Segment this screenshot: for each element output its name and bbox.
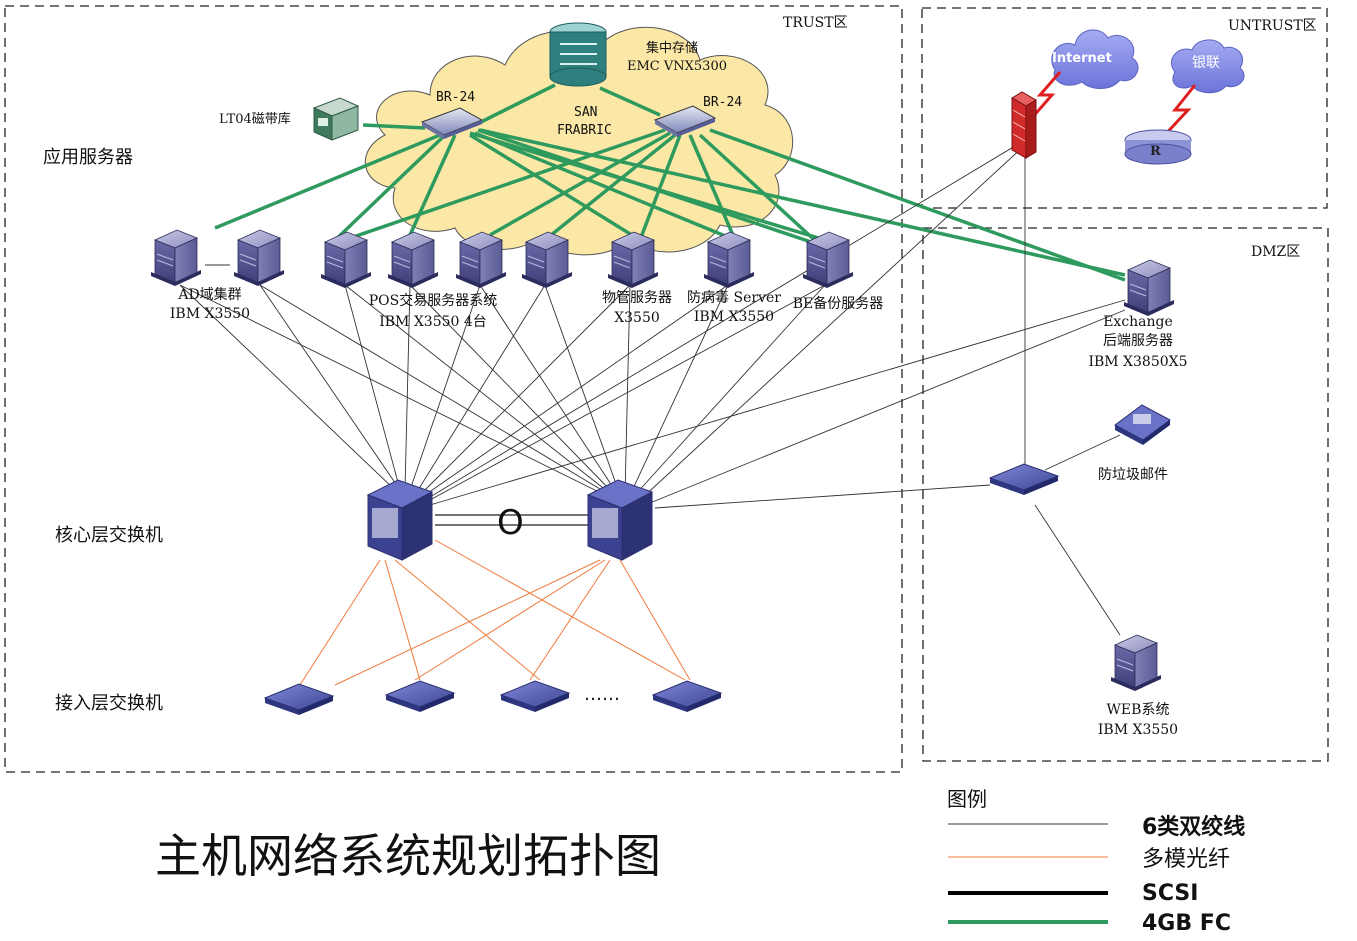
storage-model-label: EMC VNX5300 bbox=[627, 59, 727, 74]
access-switch-4-icon bbox=[652, 680, 722, 713]
av-model-label: IBM X3550 bbox=[694, 309, 774, 325]
br24-right-switch-icon bbox=[653, 105, 717, 137]
core-switch-left-icon bbox=[366, 479, 434, 561]
fiber-links bbox=[299, 539, 691, 686]
internet-cloud-icon bbox=[1051, 29, 1139, 89]
pos-server-3-icon bbox=[455, 231, 507, 289]
exchange-label-2: 后端服务器 bbox=[1103, 333, 1173, 349]
exchange-server-icon bbox=[1123, 259, 1175, 317]
tape-library-icon bbox=[312, 97, 360, 141]
fc-links bbox=[214, 83, 1126, 282]
legend-item-scsi: SCSI bbox=[1142, 881, 1198, 906]
storage-name-label: 集中存储 bbox=[646, 40, 698, 56]
dmz-zone-label: DMZ区 bbox=[1251, 244, 1300, 260]
web-model-label: IBM X3550 bbox=[1098, 722, 1178, 738]
core-interconnect bbox=[435, 514, 590, 526]
internet-label: Internet bbox=[1052, 51, 1112, 66]
pos-name-label: POS交易服务器系统 bbox=[369, 292, 498, 309]
access-switch-2-icon bbox=[385, 680, 455, 713]
exchange-label-1: Exchange bbox=[1103, 314, 1173, 330]
unionpay-label: 银联 bbox=[1192, 55, 1220, 71]
ad-server-2-icon bbox=[233, 229, 285, 287]
core-switch-right-icon bbox=[586, 479, 654, 561]
wg-server-icon bbox=[607, 231, 659, 289]
legend: 图例 6类双绞线 多模光纤 SCSI 4GB FC bbox=[947, 787, 1245, 936]
be-server-icon bbox=[802, 231, 854, 289]
br24-left-label: BR-24 bbox=[436, 90, 475, 105]
router-icon bbox=[1124, 129, 1192, 165]
pos-server-2-icon bbox=[387, 231, 439, 289]
ad-model-label: IBM X3550 bbox=[170, 306, 250, 322]
untrust-zone-label: UNTRUST区 bbox=[1228, 18, 1317, 34]
internet-wan-link-icon bbox=[1028, 71, 1062, 121]
trust-zone-label: TRUST区 bbox=[783, 15, 848, 31]
legend-item-twisted-pair: 6类双绞线 bbox=[1142, 814, 1245, 840]
legend-item-fc: 4GB FC bbox=[1142, 911, 1231, 936]
pos-server-4-icon bbox=[521, 231, 573, 289]
ad-name-label: AD域集群 bbox=[177, 286, 241, 303]
access-switch-1-icon bbox=[264, 683, 334, 716]
san-fabric-label-1: SAN bbox=[574, 105, 597, 120]
access-switch-3-icon bbox=[500, 680, 570, 713]
br24-right-label: BR-24 bbox=[703, 95, 742, 110]
trust-zone bbox=[4, 5, 903, 773]
layer-label-core: 核心层交换机 bbox=[55, 525, 163, 546]
legend-item-fiber: 多模光纤 bbox=[1142, 847, 1230, 872]
router-glyph: R bbox=[1150, 144, 1161, 159]
unionpay-wan-link-icon bbox=[1160, 84, 1197, 140]
san-fabric-label-2: FRABRIC bbox=[557, 123, 612, 138]
dmz-zone bbox=[922, 227, 1329, 762]
unionpay-cloud-icon bbox=[1170, 39, 1245, 94]
layer-label-access: 接入层交换机 bbox=[55, 693, 163, 714]
page-title: 主机网络系统规划拓扑图 bbox=[155, 829, 661, 883]
core-link-symbol: O bbox=[497, 503, 524, 543]
layer-label-app-servers: 应用服务器 bbox=[43, 147, 133, 168]
be-name-label: BE备份服务器 bbox=[793, 295, 884, 312]
firewall-icon bbox=[1011, 91, 1037, 159]
antispam-gateway-icon bbox=[1114, 404, 1171, 445]
av-name-label: 防病毒 Server bbox=[687, 290, 781, 306]
wg-name-label: 物管服务器 bbox=[602, 290, 672, 306]
exchange-label-3: IBM X3850X5 bbox=[1088, 354, 1187, 370]
av-server-icon bbox=[703, 231, 755, 289]
br24-left-switch-icon bbox=[420, 107, 484, 139]
legend-title: 图例 bbox=[947, 787, 987, 811]
wg-model-label: X3550 bbox=[614, 310, 660, 326]
antispam-label: 防垃圾邮件 bbox=[1098, 467, 1168, 483]
tape-library-label: LT04磁带库 bbox=[219, 111, 291, 127]
pos-model-label: IBM X3550 4台 bbox=[379, 314, 487, 330]
web-name-label: WEB系统 bbox=[1107, 702, 1170, 718]
access-dots: …… bbox=[584, 684, 620, 705]
untrust-zone bbox=[921, 7, 1328, 209]
web-server-icon bbox=[1110, 634, 1162, 692]
pos-server-1-icon bbox=[320, 231, 372, 289]
twisted-pair-links bbox=[179, 139, 1126, 636]
ad-server-1-icon bbox=[150, 229, 202, 287]
emc-storage-icon bbox=[549, 22, 607, 87]
